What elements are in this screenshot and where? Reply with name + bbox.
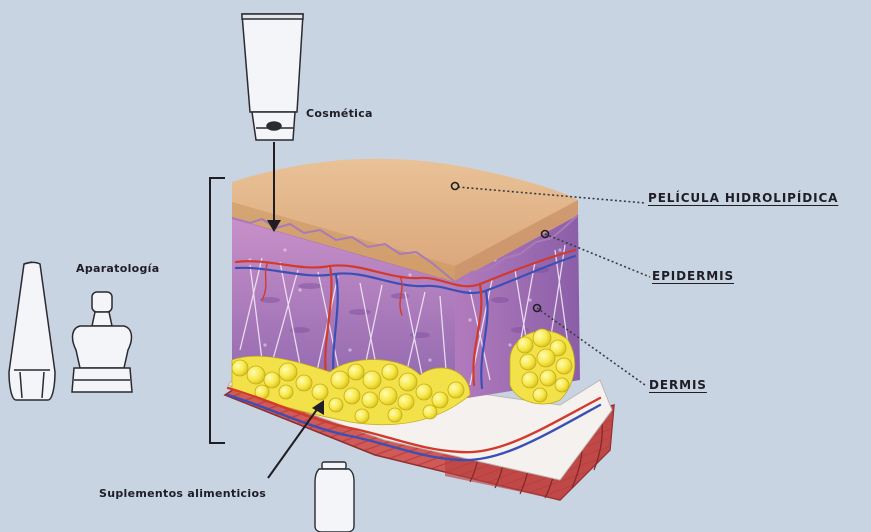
device-probe-icon: [9, 262, 55, 400]
label-epidermis: EPIDERMIS: [652, 269, 734, 283]
label-suplementos: Suplementos alimenticios: [99, 487, 266, 500]
device-handpiece-icon: [72, 292, 132, 392]
label-cosmetica: Cosmética: [306, 107, 373, 120]
tube-icon: [242, 14, 303, 140]
layer-bracket: [210, 178, 225, 443]
label-aparatologia: Aparatología: [76, 262, 159, 275]
jar-icon: [315, 462, 354, 532]
label-dermis: DERMIS: [649, 378, 707, 392]
label-pelicula-hidrolipidica: PELÍCULA HIDROLIPÍDICA: [648, 191, 838, 205]
